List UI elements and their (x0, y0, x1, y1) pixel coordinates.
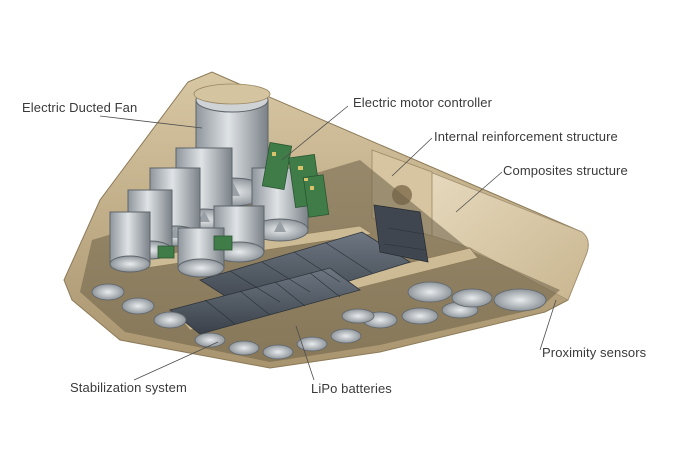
motor-controller-boards (157, 141, 330, 259)
leader-lines (99, 105, 557, 381)
label-composites-structure: Composites structure (503, 163, 628, 178)
leader-reinforcement (391, 137, 433, 177)
battery-packs (169, 204, 429, 335)
ducted-fans (109, 83, 309, 278)
leader-proximity (539, 299, 557, 351)
stabilization-fans (91, 281, 547, 360)
label-electric-motor-controller: Electric motor controller (353, 95, 493, 110)
label-internal-reinforcement: Internal reinforcement structure (434, 129, 618, 144)
label-electric-ducted-fan: Electric Ducted Fan (22, 100, 138, 115)
label-proximity-sensors: Proximity sensors (542, 345, 647, 360)
leader-ducted-fan (99, 115, 203, 129)
label-lipo-batteries: LiPo batteries (311, 381, 392, 396)
leader-motor-controller (281, 105, 349, 161)
leader-stabilization (133, 341, 219, 381)
leader-composites (455, 171, 503, 213)
label-stabilization-system: Stabilization system (70, 380, 187, 395)
leader-batteries (295, 325, 315, 381)
